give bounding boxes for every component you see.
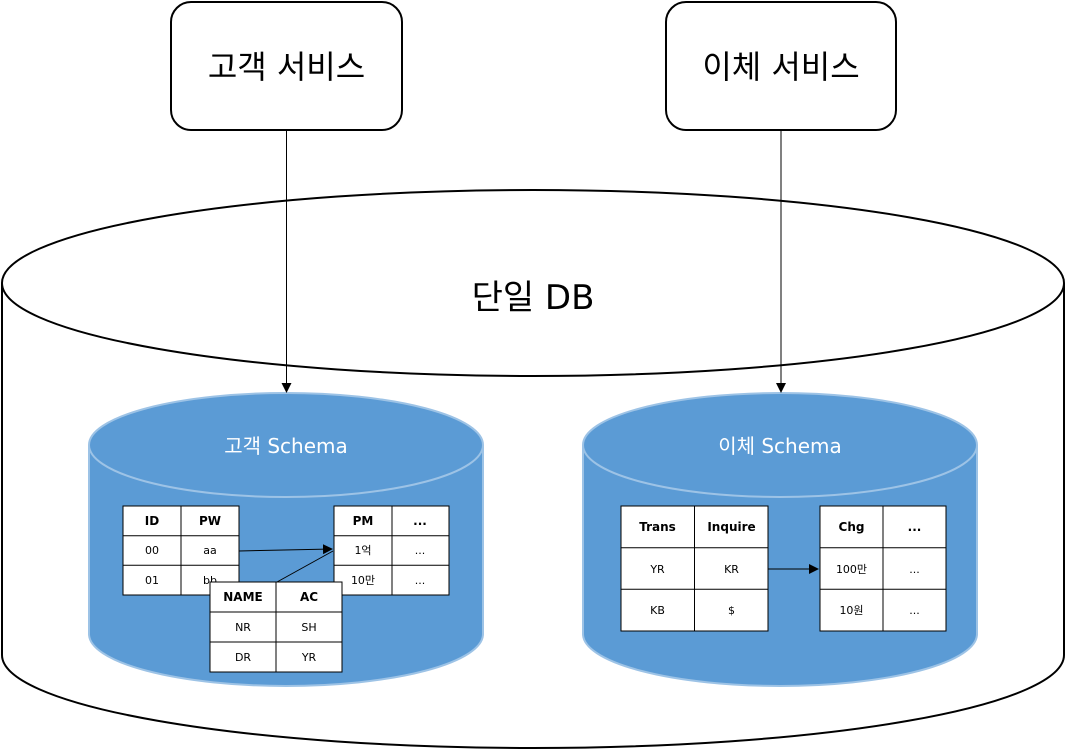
balance-table: PM ... 1억 ... 10만 ...: [333, 505, 450, 596]
trans-cell: KB: [650, 604, 665, 617]
change-cell: 100만: [836, 563, 867, 576]
transfer-service-label: 이체 서비스: [702, 48, 859, 86]
change-table: Chg ... 100만 ... 10원 ...: [819, 505, 947, 632]
account-cell: NR: [235, 621, 251, 634]
trans-header-trans: Trans: [639, 520, 676, 534]
account-to-balance-arrow: [276, 550, 334, 583]
balance-cell: ...: [415, 544, 426, 557]
login-cell: 01: [145, 574, 159, 587]
account-cell: YR: [301, 651, 317, 664]
customer-service-box[interactable]: 고객 서비스: [170, 1, 403, 131]
change-cell: ...: [909, 604, 920, 617]
customer-schema-cylinder: 고객 Schema: [88, 392, 484, 687]
customer-schema-title: 고객 Schema: [224, 434, 348, 458]
balance-header-pm: PM: [353, 514, 374, 528]
transfer-schema-title: 이체 Schema: [718, 434, 842, 458]
account-table: NAME AC NR SH DR YR: [209, 581, 343, 673]
login-cell: 00: [145, 544, 159, 557]
balance-cell: 10만: [351, 574, 375, 587]
account-header-ac: AC: [300, 590, 318, 604]
customer-service-label: 고객 서비스: [208, 48, 365, 86]
transfer-service-box[interactable]: 이체 서비스: [665, 1, 897, 131]
trans-cell: YR: [649, 563, 665, 576]
change-header-more: ...: [908, 520, 922, 534]
login-to-balance-arrow: [238, 544, 333, 555]
change-cell: ...: [909, 563, 920, 576]
change-cell: 10원: [839, 604, 863, 617]
account-header-name: NAME: [223, 590, 262, 604]
balance-cell: 1억: [354, 544, 371, 557]
trans-cell: KR: [724, 563, 739, 576]
balance-header-more: ...: [413, 514, 427, 528]
trans-table: Trans Inquire YR KR KB $: [620, 505, 769, 632]
login-table: ID PW 00 aa 01 bb: [122, 505, 240, 596]
trans-header-inquire: Inquire: [707, 520, 755, 534]
login-cell: aa: [203, 544, 216, 557]
change-header-chg: Chg: [839, 520, 865, 534]
account-cell: DR: [235, 651, 251, 664]
trans-cell: $: [728, 604, 735, 617]
login-header-id: ID: [145, 514, 159, 528]
db-title: 단일 DB: [472, 278, 595, 318]
balance-cell: ...: [415, 574, 426, 587]
account-cell: SH: [301, 621, 316, 634]
login-header-pw: PW: [199, 514, 221, 528]
